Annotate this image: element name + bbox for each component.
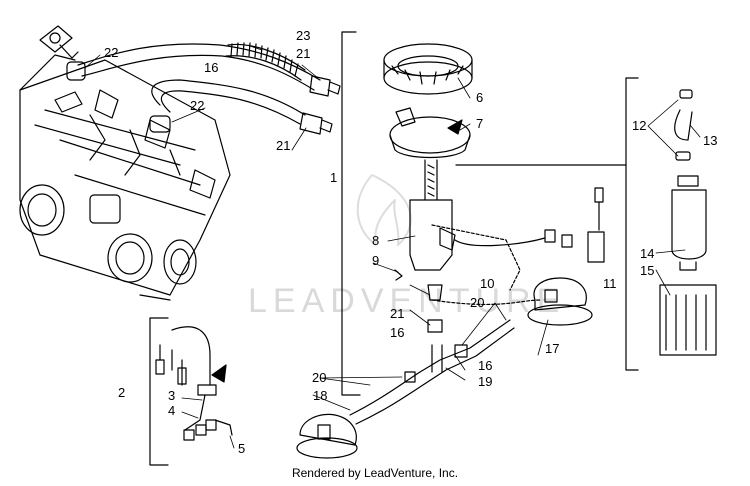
hose-clamp-22 — [66, 61, 171, 133]
fuel-strainer-15 — [659, 284, 717, 356]
valve-18 — [296, 413, 358, 459]
lock-ring-6 — [383, 43, 473, 95]
callout-21-top: 21 — [296, 46, 310, 61]
wiring-harness — [155, 326, 233, 441]
valve-17 — [527, 277, 593, 326]
fuel-line-sleeve-23 — [225, 42, 306, 81]
lower-fuel-line — [349, 319, 515, 425]
fuel-line-16 — [77, 43, 321, 125]
callout-20-top: 20 — [470, 295, 484, 310]
callout-10: 10 — [480, 276, 494, 291]
callout-20-low: 20 — [312, 370, 326, 385]
callout-21-left: 21 — [276, 138, 290, 153]
callout-7: 7 — [476, 116, 483, 131]
callout-19: 19 — [478, 374, 492, 389]
callout-5: 5 — [238, 441, 245, 456]
bracket-2 — [149, 317, 169, 466]
fitting-21 — [299, 75, 443, 301]
callout-16-low: 16 — [478, 358, 492, 373]
bracket-1 — [341, 31, 361, 396]
callout-14: 14 — [640, 246, 654, 261]
callout-15: 15 — [640, 263, 654, 278]
callout-6: 6 — [476, 90, 483, 105]
sender-11 — [587, 187, 605, 263]
callout-3: 3 — [168, 388, 175, 403]
callout-23: 23 — [296, 28, 310, 43]
callout-13: 13 — [703, 133, 717, 148]
callout-8: 8 — [372, 233, 379, 248]
watermark-text: LEADVENTURE — [248, 282, 565, 320]
fuel-pump-14 — [671, 175, 707, 271]
callout-22-mid: 22 — [190, 98, 204, 113]
dotted-leader — [431, 224, 541, 306]
callout-2: 2 — [118, 385, 125, 400]
callout-16-mid: 16 — [390, 325, 404, 340]
callout-leaders — [84, 45, 701, 449]
callout-4: 4 — [168, 403, 175, 418]
arrow-indicator — [447, 119, 463, 135]
callout-11: 11 — [603, 276, 617, 291]
fuel-cap-fitting — [39, 25, 83, 113]
callout-18: 18 — [313, 388, 327, 403]
fuel-pump-module — [389, 107, 573, 281]
watermark-logo — [356, 174, 412, 246]
callout-17: 17 — [545, 341, 559, 356]
callout-16-top: 16 — [204, 60, 218, 75]
arrow-indicator-2 — [211, 364, 227, 383]
engine-assembly — [19, 54, 231, 301]
callout-21-mid: 21 — [390, 306, 404, 321]
callout-22-top: 22 — [104, 45, 118, 60]
hose-12-13 — [674, 89, 693, 161]
callout-12: 12 — [632, 118, 646, 133]
callout-1: 1 — [330, 170, 337, 185]
footer-credit: Rendered by LeadVenture, Inc. — [291, 466, 459, 480]
bracket-12-15 — [625, 77, 639, 371]
callout-9: 9 — [372, 253, 379, 268]
